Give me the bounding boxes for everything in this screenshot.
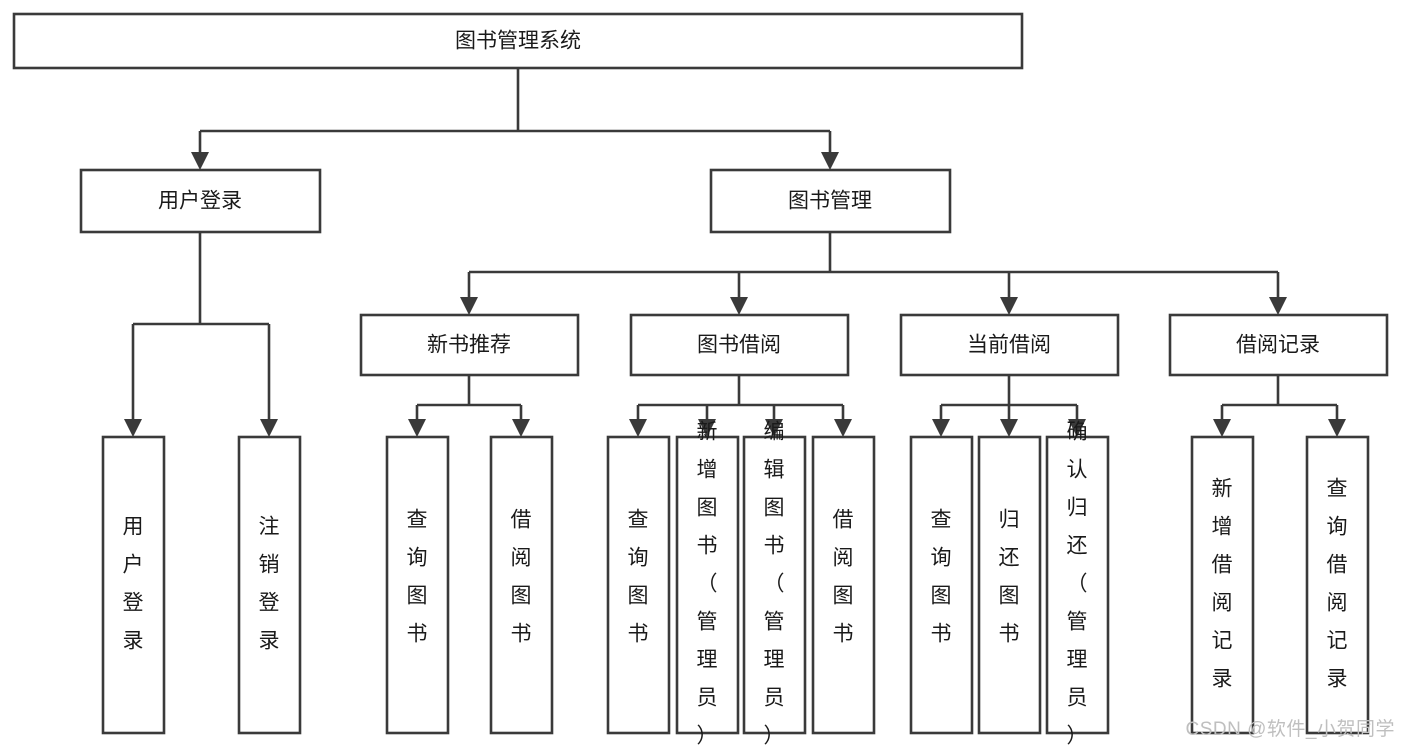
arrow-head-leaf-query-book-3 <box>932 419 950 437</box>
node-leaf-add-record[interactable]: 新增借阅记录 <box>1190 435 1255 735</box>
node-leaf-add-book-label: 新增图书（管理员） <box>697 421 718 747</box>
node-leaf-confirm-return-label: 确认归还（管理员） <box>1067 421 1088 747</box>
node-leaf-edit-book[interactable]: 编辑图书（管理员） <box>742 421 807 747</box>
node-leaf-return-book-box[interactable] <box>977 435 1042 735</box>
node-leaf-query-record[interactable]: 查询借阅记录 <box>1305 435 1370 735</box>
node-leaf-query-record-label: 查询借阅记录 <box>1327 478 1348 691</box>
node-leaf-borrow-book-1-box[interactable] <box>489 435 554 735</box>
node-leaf-query-record-box[interactable] <box>1305 435 1370 735</box>
node-leaf-logout-label: 注销登录 <box>259 516 280 653</box>
node-leaf-query-book-3[interactable]: 查询图书 <box>909 435 974 735</box>
watermark-text: CSDN @软件_小贺同学 <box>1185 719 1395 740</box>
node-leaf-query-book-2-box[interactable] <box>606 435 671 735</box>
node-leaf-confirm-return-box[interactable] <box>1045 435 1110 735</box>
arrow-head-book-borrow <box>730 297 748 315</box>
arrow-head-current-borrow <box>1000 297 1018 315</box>
node-current-borrow-label: 当前借阅 <box>967 334 1051 357</box>
node-book-manage[interactable]: 图书管理 <box>709 168 952 234</box>
node-leaf-return-book[interactable]: 归还图书 <box>977 435 1042 735</box>
node-borrow-record-box[interactable] <box>1168 313 1389 377</box>
arrow-head-leaf-borrow-book-1 <box>512 419 530 437</box>
node-book-borrow-box[interactable] <box>629 313 850 377</box>
node-leaf-borrow-book-2-label: 借阅图书 <box>833 509 854 646</box>
node-leaf-user-login[interactable]: 用户登录 <box>101 435 166 735</box>
arrow-head-leaf-borrow-book-2 <box>834 419 852 437</box>
node-leaf-query-book-2-label: 查询图书 <box>628 509 649 646</box>
node-user-login-label: 用户登录 <box>158 190 242 213</box>
node-leaf-query-book-1[interactable]: 查询图书 <box>385 435 450 735</box>
node-book-borrow[interactable]: 图书借阅 <box>629 313 850 377</box>
node-leaf-add-record-label: 新增借阅记录 <box>1212 478 1233 691</box>
node-root-box[interactable] <box>12 12 1024 70</box>
node-leaf-edit-book-label: 编辑图书（管理员） <box>764 421 785 747</box>
arrow-head-leaf-return-book <box>1000 419 1018 437</box>
arrow-head-user-login <box>191 152 209 170</box>
node-root-label: 图书管理系统 <box>455 30 581 53</box>
node-current-borrow-box[interactable] <box>899 313 1120 377</box>
arrow-head-new-book-rec <box>460 297 478 315</box>
node-leaf-add-record-box[interactable] <box>1190 435 1255 735</box>
node-leaf-return-book-label: 归还图书 <box>999 509 1020 646</box>
arrow-head-leaf-query-record <box>1328 419 1346 437</box>
arrow-head-borrow-record <box>1269 297 1287 315</box>
node-user-login-box[interactable] <box>79 168 322 234</box>
node-leaf-query-book-3-label: 查询图书 <box>931 509 952 646</box>
node-borrow-record[interactable]: 借阅记录 <box>1168 313 1389 377</box>
node-leaf-logout-box[interactable] <box>237 435 302 735</box>
node-root[interactable]: 图书管理系统 <box>12 12 1024 70</box>
node-leaf-borrow-book-2-box[interactable] <box>811 435 876 735</box>
arrow-head-leaf-user-login <box>124 419 142 437</box>
node-book-borrow-label: 图书借阅 <box>697 334 781 357</box>
node-leaf-add-book[interactable]: 新增图书（管理员） <box>675 421 740 747</box>
arrow-head-leaf-query-book-2 <box>629 419 647 437</box>
node-book-manage-label: 图书管理 <box>788 190 872 213</box>
node-leaf-confirm-return[interactable]: 确认归还（管理员） <box>1045 421 1110 747</box>
node-leaf-query-book-1-box[interactable] <box>385 435 450 735</box>
arrow-head-leaf-query-book-1 <box>408 419 426 437</box>
node-borrow-record-label: 借阅记录 <box>1236 334 1320 357</box>
node-leaf-query-book-3-box[interactable] <box>909 435 974 735</box>
node-new-book-rec-box[interactable] <box>359 313 580 377</box>
node-leaf-user-login-label: 用户登录 <box>123 516 144 653</box>
node-leaf-edit-book-box[interactable] <box>742 435 807 735</box>
arrow-head-leaf-add-record <box>1213 419 1231 437</box>
node-leaf-logout[interactable]: 注销登录 <box>237 435 302 735</box>
arrow-head-leaf-logout <box>260 419 278 437</box>
node-new-book-rec-label: 新书推荐 <box>427 334 511 357</box>
node-book-manage-box[interactable] <box>709 168 952 234</box>
node-leaf-user-login-box[interactable] <box>101 435 166 735</box>
node-leaf-borrow-book-1[interactable]: 借阅图书 <box>489 435 554 735</box>
node-leaf-query-book-2[interactable]: 查询图书 <box>606 435 671 735</box>
node-user-login[interactable]: 用户登录 <box>79 168 322 234</box>
node-leaf-query-book-1-label: 查询图书 <box>407 509 428 646</box>
node-leaf-add-book-box[interactable] <box>675 435 740 735</box>
node-current-borrow[interactable]: 当前借阅 <box>899 313 1120 377</box>
node-leaf-borrow-book-2[interactable]: 借阅图书 <box>811 435 876 735</box>
connector-layer <box>124 68 1346 437</box>
node-leaf-borrow-book-1-label: 借阅图书 <box>511 509 532 646</box>
node-new-book-rec[interactable]: 新书推荐 <box>359 313 580 377</box>
arrow-head-book-manage <box>821 152 839 170</box>
